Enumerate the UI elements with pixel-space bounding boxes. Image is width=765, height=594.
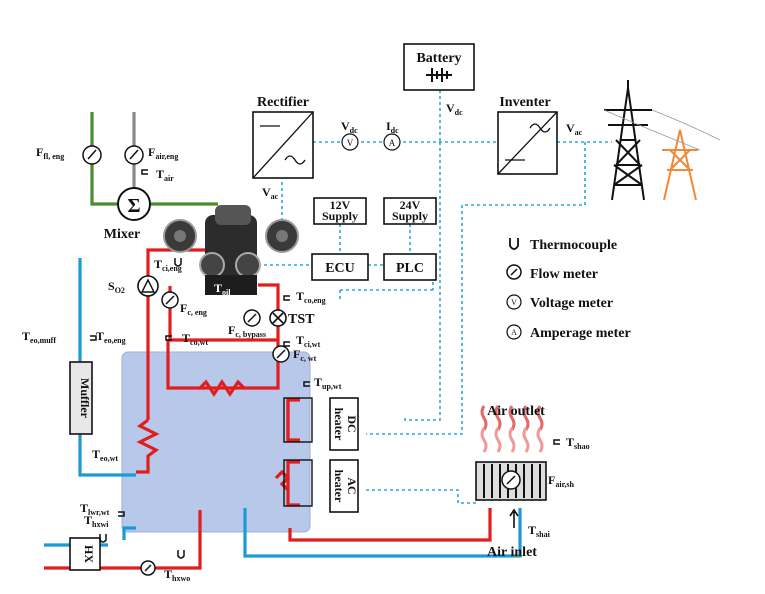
label-t-lwr-wt: Tlwr,wt — [80, 501, 110, 517]
space-heater: Air outlet Air inlet — [475, 404, 547, 560]
mixer: Σ Mixer — [104, 187, 151, 242]
amperage-meter-dc: A — [383, 133, 401, 151]
ecu-box: ECU — [311, 253, 369, 281]
legend-thermocouple-label: Thermocouple — [530, 238, 617, 253]
supply-12v-sub: Supply — [322, 209, 358, 223]
supply-24v-label: 24V — [400, 198, 421, 212]
label-vdc-battery: Vdc — [446, 101, 463, 117]
air-inlet-label: Air inlet — [487, 545, 537, 560]
legend-thermocouple: Thermocouple — [509, 238, 617, 253]
hx-label: HX — [82, 545, 96, 563]
rectifier-box: Rectifier — [252, 95, 314, 179]
label-t-eo-muff: Teo,muff — [22, 329, 56, 345]
water-tank — [121, 351, 311, 533]
label-so2: SO2 — [108, 279, 125, 295]
legend-amperage-symbol: A — [511, 328, 517, 337]
label-t-co-wt: Tco,wt — [182, 331, 208, 347]
flow-meter-coolant-wt — [272, 345, 290, 363]
plc-label: PLC — [396, 261, 424, 276]
inverter-box: Inventer — [497, 95, 558, 175]
legend: Thermocouple Flow meter V Voltage meter … — [506, 238, 631, 341]
dc-heater-sub: heater — [332, 408, 346, 441]
tst-label: TST — [288, 312, 315, 327]
sensor-labels: Vdc Idc Vdc Vac Vac Ffl, eng Fair,eng Ta… — [22, 101, 590, 583]
radiator-icon — [475, 461, 547, 501]
ac-heater-label: AC — [345, 477, 359, 494]
battery-label: Battery — [416, 51, 461, 66]
label-f-air-eng: Fair,eng — [148, 145, 178, 161]
fuel-line — [90, 112, 218, 206]
hot-water-lines — [44, 248, 492, 570]
battery-box: Battery — [403, 43, 475, 91]
label-t-ci-eng: Tci,eng — [154, 257, 182, 273]
flow-meter-bypass — [243, 309, 261, 327]
plc-box: PLC — [383, 253, 437, 281]
voltage-meter-dc: V — [341, 133, 359, 151]
label-t-hxwi: Thxwi — [84, 513, 109, 529]
supply-24v-box: 24V Supply — [383, 197, 437, 225]
label-f-fl-eng: Ffl, eng — [36, 145, 64, 161]
label-vac-inverter: Vac — [566, 121, 583, 137]
label-t-co-eng: Tco,eng — [296, 289, 326, 305]
flow-meter-air — [124, 145, 144, 165]
heat-waves-icon — [480, 405, 544, 453]
label-t-oil: Toil — [214, 281, 231, 297]
flow-meter-fuel — [82, 145, 102, 165]
legend-amperage-meter-label: Amperage meter — [530, 326, 631, 341]
thermostat-valve: TST — [269, 309, 315, 327]
label-vac-rectifier: Vac — [262, 185, 279, 201]
air-outlet-label: Air outlet — [487, 404, 545, 419]
legend-voltage-symbol: V — [511, 298, 517, 307]
so2-sensor — [137, 275, 159, 297]
amperage-meter-symbol: A — [389, 138, 396, 148]
engine-icon — [163, 205, 299, 295]
mixer-symbol: Σ — [127, 195, 140, 217]
legend-voltage-meter-label: Voltage meter — [530, 296, 613, 311]
heat-exchanger: HX — [69, 537, 101, 571]
thermocouple-markers — [90, 169, 560, 559]
legend-voltage-meter: V Voltage meter — [506, 294, 613, 311]
mixer-label: Mixer — [104, 227, 141, 242]
label-t-eo-wt: Teo,wt — [92, 447, 118, 463]
legend-amperage-meter: A Amperage meter — [506, 324, 631, 341]
label-t-up-wt: Tup,wt — [314, 375, 342, 391]
legend-flow-meter-label: Flow meter — [530, 267, 598, 282]
label-f-c-eng: Fc, eng — [180, 301, 207, 317]
voltage-meter-symbol: V — [347, 138, 354, 148]
ac-heater: AC heater — [329, 459, 359, 513]
label-t-ci-wt: Tci,wt — [296, 333, 321, 349]
label-t-air: Tair — [156, 167, 174, 183]
legend-flow-meter: Flow meter — [506, 264, 598, 282]
supply-24v-sub: Supply — [392, 209, 428, 223]
label-t-eo-eng: Teo,eng — [96, 329, 126, 345]
label-t-shai: Tshai — [528, 523, 551, 539]
muffler-label: Muffler — [78, 378, 92, 419]
dc-heater: DC heater — [329, 397, 359, 451]
inverter-label: Inventer — [499, 95, 550, 110]
supply-12v-box: 12V Supply — [313, 197, 367, 225]
label-f-c-wt: Fc, wt — [293, 347, 317, 363]
ecu-label: ECU — [325, 261, 355, 276]
label-vdc: Vdc — [341, 119, 358, 135]
rectifier-icon — [252, 111, 314, 179]
flow-meter-hx — [140, 560, 156, 576]
supply-12v-label: 12V — [330, 198, 351, 212]
battery-icon — [426, 68, 452, 82]
label-f-air-sh: Fair,sh — [548, 473, 574, 489]
ac-heater-sub: heater — [332, 470, 346, 503]
inverter-icon — [497, 111, 558, 175]
label-idc: Idc — [386, 119, 399, 135]
label-f-c-bypass: Fc, bypass — [228, 323, 266, 339]
flow-meter-coolant-engine — [161, 291, 179, 309]
muffler: Muffler — [69, 361, 93, 435]
label-t-shao: Tshao — [566, 435, 590, 451]
rectifier-label: Rectifier — [257, 95, 309, 110]
label-t-hxwo: Thxwo — [164, 567, 190, 583]
transmission-tower-icon — [603, 80, 721, 201]
dc-heater-label: DC — [345, 415, 359, 432]
